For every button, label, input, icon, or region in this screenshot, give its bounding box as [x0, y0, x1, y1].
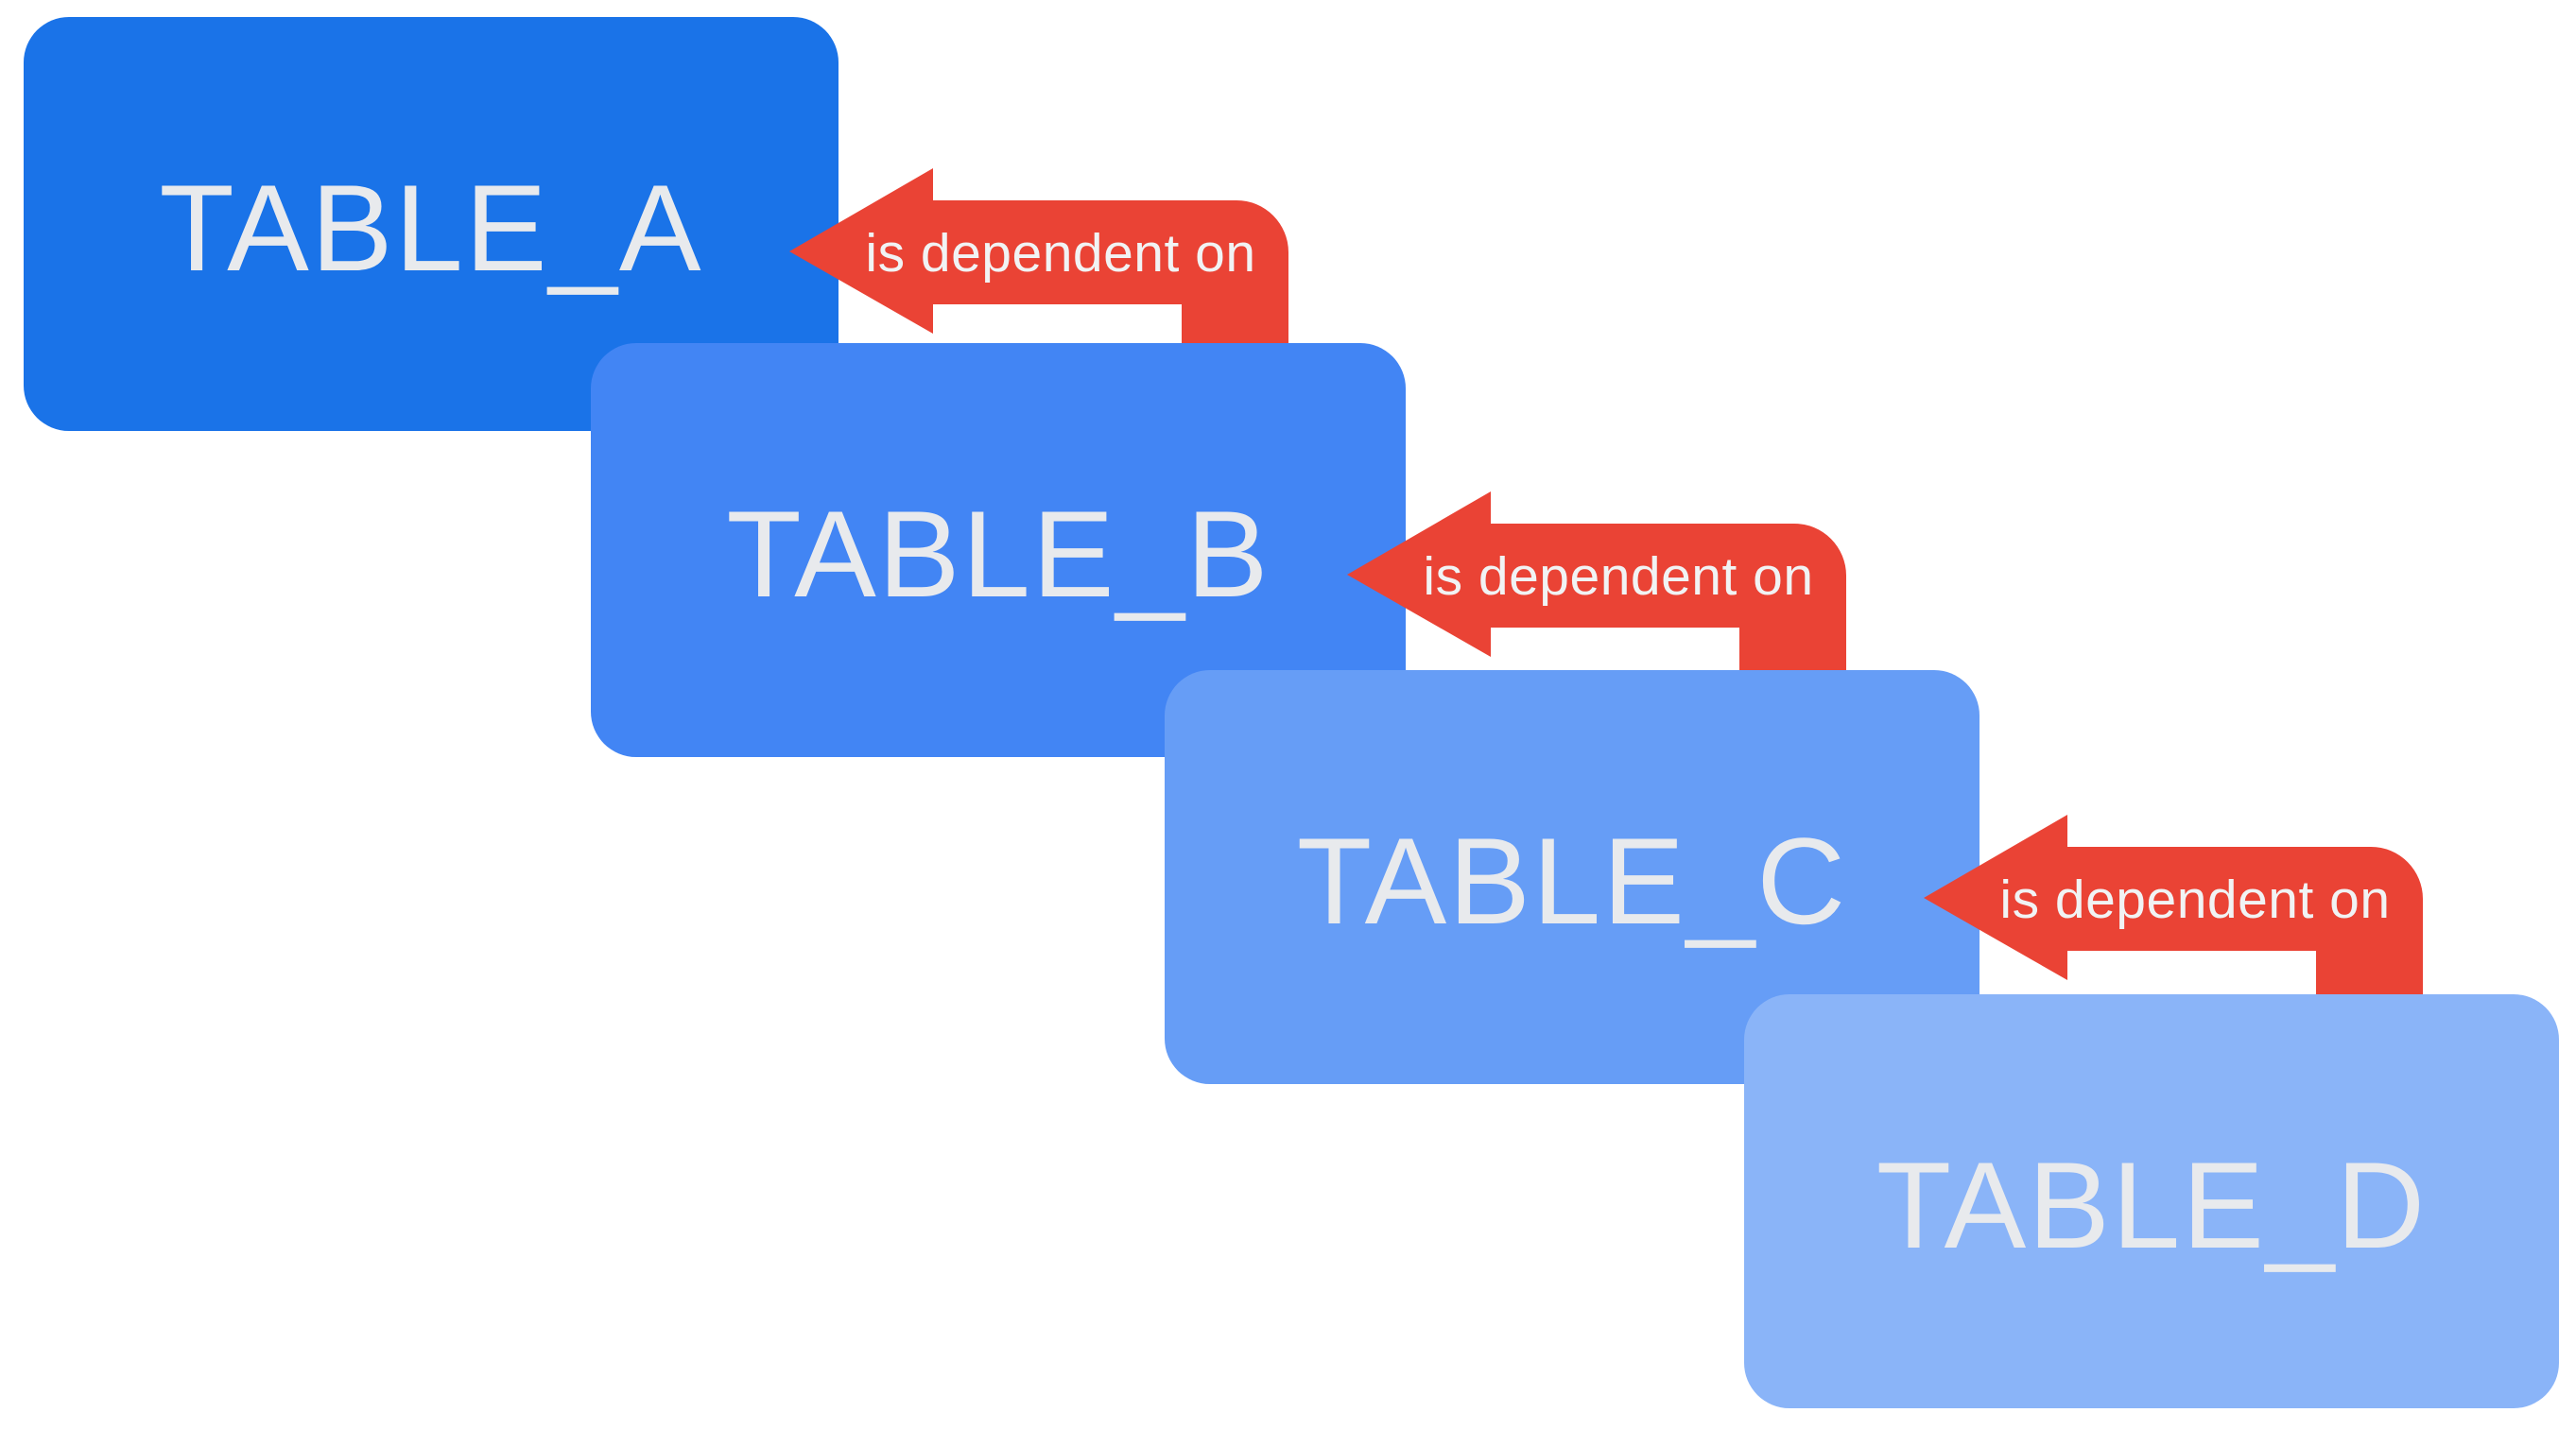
- dependency-arrow-b-to-a: is dependent on: [789, 168, 1288, 379]
- arrow-shape: [1924, 815, 2423, 1025]
- table-a-label: TABLE_A: [159, 159, 703, 297]
- table-d-node: TABLE_D: [1744, 994, 2559, 1408]
- dependency-arrow-d-to-c: is dependent on: [1924, 815, 2423, 1025]
- arrow-label: is dependent on: [865, 223, 1255, 284]
- arrow-label: is dependent on: [1999, 870, 2390, 930]
- arrow-shape: [789, 168, 1288, 379]
- table-a-node: TABLE_A: [24, 17, 838, 431]
- table-c-node: TABLE_C: [1165, 670, 1980, 1084]
- table-b-label: TABLE_B: [726, 485, 1271, 623]
- arrow-shape: [1347, 491, 1846, 702]
- table-d-label: TABLE_D: [1876, 1136, 2428, 1274]
- table-c-label: TABLE_C: [1296, 812, 1848, 950]
- dependency-arrow-c-to-b: is dependent on: [1347, 491, 1846, 702]
- arrow-label: is dependent on: [1423, 546, 1813, 607]
